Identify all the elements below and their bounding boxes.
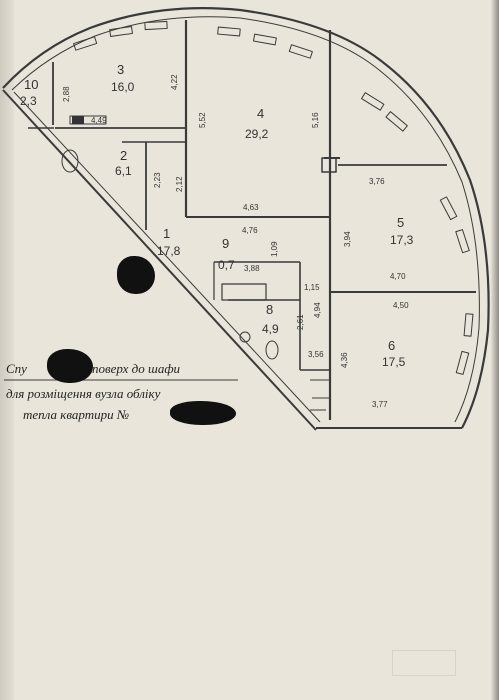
dim-3-77: 3,77 (372, 400, 388, 409)
dim-3-56: 3,56 (308, 350, 324, 359)
room-3-area: 16,0 (111, 80, 135, 94)
dim-2-23: 2,23 (153, 172, 162, 188)
redaction-mark-note-2 (170, 401, 236, 425)
note-line-1-end: поверх до шафи (92, 361, 181, 376)
room-8-number: 8 (266, 302, 274, 317)
redaction-mark-plan (117, 256, 155, 294)
page-shadow-left (0, 0, 14, 700)
dim-2-88: 2,88 (62, 86, 71, 102)
note-line-2: для розміщення вузла обліку (6, 386, 161, 401)
dim-3-94: 3,94 (343, 231, 352, 247)
dim-4-63: 4,63 (243, 203, 259, 212)
dim-5-16: 5,16 (311, 112, 320, 128)
room-4-area: 29,2 (245, 127, 269, 141)
room-1-number: 1 (163, 226, 171, 241)
dim-4-50: 4,50 (393, 301, 409, 310)
room-9-area: 0,7 (218, 258, 235, 272)
note-line-1-start: Спу (6, 361, 27, 376)
room-5-area: 17,3 (390, 233, 414, 247)
faint-stamp (392, 650, 456, 676)
dim-1-15: 1,15 (304, 283, 320, 292)
diagonal-wall (2, 89, 317, 431)
room-10-number: 10 (24, 77, 39, 92)
dim-4-70: 4,70 (390, 272, 406, 281)
dim-2-61: 2,61 (296, 314, 305, 330)
outer-curved-wall (2, 7, 490, 429)
dim-3-88: 3,88 (244, 264, 260, 273)
room-2-area: 6,1 (115, 164, 132, 178)
dim-3-76: 3,76 (369, 177, 385, 186)
room-10-area: 2,3 (20, 94, 37, 108)
room-8-area: 4,9 (262, 322, 279, 336)
dim-4-49: 4,49 (91, 116, 107, 125)
room-6-number: 6 (388, 338, 396, 353)
dim-4-22: 4,22 (170, 74, 179, 90)
outer-curved-wall-inner (11, 16, 480, 423)
page-shadow-right (491, 0, 499, 700)
dim-1-09: 1,09 (270, 241, 279, 257)
room-1-area: 17,8 (157, 244, 181, 258)
room-5-number: 5 (397, 215, 405, 230)
room-6-area: 17,5 (382, 355, 406, 369)
room-4-number: 4 (257, 106, 265, 121)
dim-4-36: 4,36 (340, 352, 349, 368)
dim-4-76: 4,76 (242, 226, 258, 235)
dim-2-12: 2,12 (175, 176, 184, 192)
redaction-mark-note-1 (47, 349, 93, 383)
diagonal-wall-inner (13, 91, 321, 423)
room-2-number: 2 (120, 148, 128, 163)
room-9-number: 9 (222, 236, 230, 251)
note-line-3: тепла квартири № (23, 407, 130, 422)
dim-4-94: 4,94 (313, 302, 322, 318)
room-3-number: 3 (117, 62, 125, 77)
dim-5-52: 5,52 (198, 112, 207, 128)
